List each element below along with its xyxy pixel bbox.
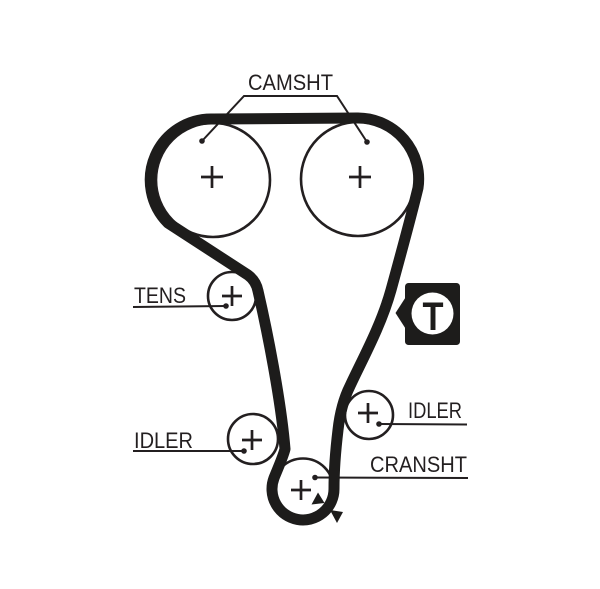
crankshaft-label: CRANSHT: [370, 452, 467, 477]
camshaft-right-center-mark: [349, 166, 371, 188]
crankshaft-leader-line: [314, 476, 469, 479]
marker-circle: [411, 292, 454, 335]
timing-mark-fixed-icon: [330, 510, 343, 523]
labels: CAMSHT TENS IDLER IDLER CRANSHT: [134, 70, 467, 477]
crankshaft-dot: [312, 474, 318, 481]
timing-alignment-marks: [311, 492, 343, 523]
idler-pulley-left: [226, 412, 280, 466]
idler-right-dot: [376, 421, 382, 427]
camshaft-label: CAMSHT: [248, 70, 333, 95]
idler-right-center-mark: [358, 403, 378, 423]
tensioner-center-mark: [222, 286, 242, 306]
camshaft-right-dot: [364, 139, 370, 145]
tensioner-label: TENS: [134, 283, 186, 308]
idler-right-label: IDLER: [408, 398, 462, 423]
crankshaft-center-mark: [291, 480, 311, 500]
tensioner-leader-line: [132, 305, 227, 308]
center-marks: [201, 166, 378, 500]
timing-mark-pulley-icon: [311, 492, 325, 505]
idler-left-center-mark: [242, 430, 262, 450]
camshaft-left-center-mark: [201, 166, 223, 188]
idler-left-dot: [241, 448, 247, 454]
timing-belt: [144, 112, 425, 526]
tooth-marker-letter: T: [423, 295, 444, 339]
idler-right-leader-line: [378, 423, 468, 426]
camshaft-left-dot: [199, 138, 205, 144]
marker-arrow-left-icon: [395, 297, 406, 329]
tensioner-dot: [223, 303, 229, 309]
idler-left-label: IDLER: [134, 428, 193, 453]
belt-direction-marker: T: [395, 283, 460, 345]
